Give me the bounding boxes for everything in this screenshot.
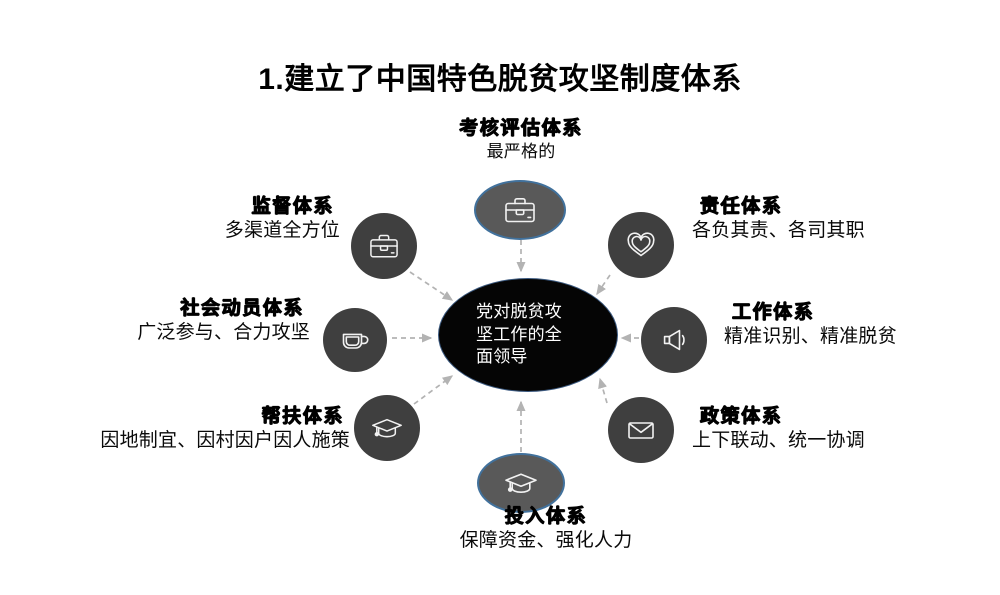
- node-zhengce-icon[interactable]: [608, 397, 674, 463]
- label-bangfu-sub: 因地制宜、因村因户因人施策: [100, 430, 350, 452]
- node-jiandu-icon[interactable]: [351, 213, 417, 279]
- label-jiandu-heading: 监督体系: [251, 196, 334, 217]
- label-shehui-sub: 广泛参与、合力攻坚: [137, 322, 310, 344]
- center-line-3: 面领导: [476, 347, 528, 367]
- briefcase-icon: [503, 195, 537, 225]
- edge-zhengce: [598, 377, 608, 404]
- label-kaohe: 考核评估体系 最严格的: [371, 118, 671, 163]
- label-zhengce-heading: 政策体系: [700, 406, 783, 427]
- label-gongzuo-heading: 工作体系: [732, 302, 815, 323]
- label-shehui-heading: 社会动员体系: [180, 298, 304, 319]
- envelope-icon: [625, 416, 657, 444]
- label-zhengce-sub: 上下联动、统一协调: [692, 430, 865, 452]
- label-kaohe-heading: 考核评估体系: [459, 118, 583, 139]
- label-bangfu-heading: 帮扶体系: [261, 406, 344, 427]
- node-bangfu-icon[interactable]: [354, 395, 420, 461]
- label-kaohe-sub: 最严格的: [486, 142, 556, 162]
- label-zhengce: 政策体系 上下联动、统一协调: [692, 406, 865, 453]
- label-jiandu: 监督体系 多渠道全方位: [40, 196, 340, 243]
- megaphone-icon: [658, 325, 690, 355]
- label-zeren: 责任体系 各负其责、各司其职: [692, 196, 865, 243]
- label-bangfu: 帮扶体系 因地制宜、因村因户因人施策: [20, 406, 350, 453]
- edge-bangfu: [413, 375, 454, 405]
- node-gongzuo-icon[interactable]: [641, 307, 707, 373]
- graduation-cap-icon: [370, 413, 404, 443]
- edge-jiandu: [409, 271, 454, 301]
- heart-icon: [625, 230, 657, 260]
- label-touru-heading: 投入体系: [504, 506, 588, 527]
- center-line-1: 党对脱贫攻: [476, 302, 562, 322]
- label-zeren-sub: 各负其责、各司其职: [692, 220, 865, 242]
- label-touru: 投入体系 保障资金、强化人力: [396, 506, 696, 553]
- label-shehui: 社会动员体系 广泛参与、合力攻坚: [10, 298, 310, 345]
- node-shehui-icon[interactable]: [323, 308, 387, 372]
- edge-zeren: [596, 274, 611, 296]
- graduation-cap-icon: [503, 468, 539, 498]
- center-node-text: 党对脱贫攻 坚工作的全 面领导: [476, 301, 580, 368]
- cup-icon: [338, 326, 372, 354]
- label-zeren-heading: 责任体系: [700, 196, 783, 217]
- node-touru-icon[interactable]: [477, 453, 565, 513]
- label-jiandu-sub: 多渠道全方位: [224, 220, 340, 242]
- label-gongzuo-sub: 精准识别、精准脱贫: [724, 326, 897, 348]
- center-node: 党对脱贫攻 坚工作的全 面领导: [438, 278, 618, 392]
- label-gongzuo: 工作体系 精准识别、精准脱贫: [724, 302, 897, 349]
- page-title: 1.建立了中国特色脱贫攻坚制度体系: [258, 63, 742, 96]
- briefcase-icon: [368, 232, 400, 260]
- center-line-2: 坚工作的全: [476, 324, 562, 344]
- label-touru-sub: 保障资金、强化人力: [459, 530, 633, 552]
- node-kaohe-icon[interactable]: [474, 180, 566, 240]
- node-zeren-icon[interactable]: [608, 212, 674, 278]
